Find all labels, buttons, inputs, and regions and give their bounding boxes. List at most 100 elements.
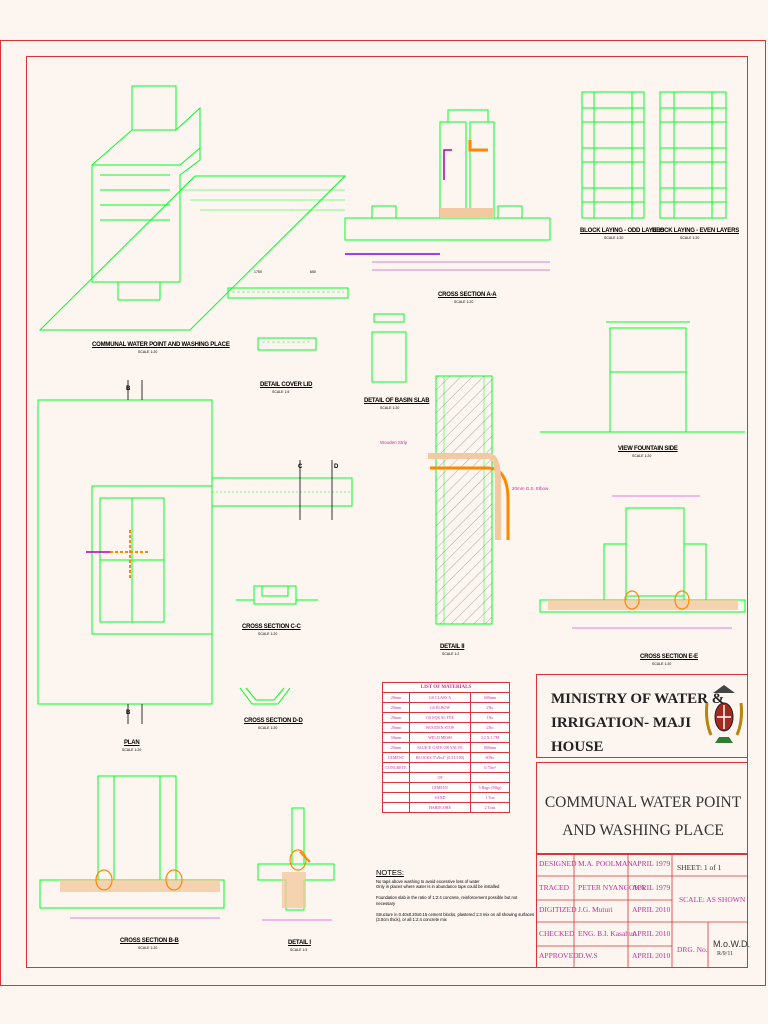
materials-item: SAND: [409, 792, 471, 803]
drg-ref: R/9/11: [717, 951, 734, 957]
materials-size: CONCRETE: [382, 762, 410, 773]
block-laying-even: [659, 91, 727, 219]
basin-slab-outline: [371, 331, 407, 383]
materials-size: CEMENT: [382, 752, 410, 763]
signoff-date: APRIL 2010: [632, 929, 671, 938]
outer-frame: [0, 40, 766, 986]
materials-qty: 2 Tons: [470, 802, 510, 813]
scale-detail-basin-slab: SCALE 1:20: [380, 406, 400, 410]
scale-cross-section-dd: SCALE 1:20: [258, 726, 278, 730]
signoff-date: APRIL 2010: [632, 905, 671, 914]
section-dd: [239, 687, 291, 705]
note-line-3: Structure in 0.40x0.20x0.15 cement block…: [376, 911, 535, 923]
drg-number: M.o.W.D.: [713, 939, 751, 949]
cover-lid-dim-1: 1750: [254, 270, 262, 274]
cover-lid-dim-2: 650: [310, 270, 316, 274]
signoff-name: PETER NYANGOKA: [578, 883, 646, 892]
scale-plan: SCALE 1:20: [122, 748, 142, 752]
scale-block-even: SCALE 1:20: [680, 236, 700, 240]
materials-size: 50mm: [382, 732, 410, 743]
notes-block: NOTES: No taps above washing to avoid ex…: [376, 868, 536, 928]
materials-size: 20mm: [382, 722, 410, 733]
materials-qty: 1 Ton: [470, 792, 510, 803]
scale-view-fountain: SCALE 1:20: [632, 454, 652, 458]
title-block: MINISTRY OF WATER &IRRIGATION- MAJI HOUS…: [536, 674, 751, 968]
caption-cross-section-cc: CROSS SECTION C-C: [242, 624, 301, 630]
coat-of-arms-icon: [705, 685, 743, 743]
section-aa: [344, 109, 551, 271]
materials-item: WOODEN STOP: [409, 722, 471, 733]
caption-view-fountain: VIEW FOUNTAIN SIDE: [618, 446, 678, 452]
basin-slab-section: [373, 313, 405, 323]
materials-item: OF: [409, 772, 471, 783]
label-wooden-strip: Wooden Strip: [380, 440, 408, 445]
signoff-role: APPROVED: [539, 951, 579, 960]
scale-detail-i: SCALE 1:5: [290, 948, 308, 952]
scale-cross-section-ee: SCALE 1:20: [652, 662, 672, 666]
signoff-name: M.A. POOLMAN: [578, 859, 633, 868]
signoff-role: CHECKED: [539, 929, 575, 938]
materials-qty: 600mm: [470, 692, 510, 703]
drawing-scale: SCALE: AS SHOWN: [679, 895, 746, 904]
materials-size: [382, 792, 410, 803]
materials-size: 20mm: [382, 692, 410, 703]
plan-mark-c: C: [298, 464, 303, 470]
materials-title: LIST OF MATERIALS: [382, 682, 510, 693]
materials-item: GS ELBOW: [409, 702, 471, 713]
scale-cross-section-bb: SCALE 1:20: [138, 946, 158, 950]
scale-cross-section-aa: SCALE 1:20: [454, 300, 474, 304]
signoff-name: ENG. B.I. Kasahun: [578, 929, 637, 938]
materials-item: GS CLASS A: [409, 692, 471, 703]
label-gs-elbow: 20mm G.S. Elbow: [512, 486, 549, 491]
materials-item: CEMENT: [409, 782, 471, 793]
materials-qty: 0.75m³: [470, 762, 510, 773]
ministry-name: MINISTRY OF WATER &IRRIGATION- MAJI HOUS…: [551, 691, 725, 755]
signoff-grid: [536, 854, 748, 968]
caption-detail-i: DETAIL I: [288, 940, 311, 946]
signoff-role: TRACED: [539, 883, 569, 892]
caption-block-odd: BLOCK LAYING - ODD LAYERS: [580, 228, 665, 234]
signoff-name: J.G. Muturi: [578, 905, 613, 914]
sheet-number: SHEET: 1 of 1: [677, 863, 722, 872]
cover-lid: [227, 287, 349, 351]
section-cc: [236, 585, 318, 605]
materials-qty: 1No: [470, 712, 510, 723]
scale-block-odd: SCALE 1:20: [604, 236, 624, 240]
materials-item: GS EQUAL TEE: [409, 712, 471, 723]
materials-size: [382, 782, 410, 793]
detail-i: [257, 807, 335, 921]
materials-qty: 2No: [470, 722, 510, 733]
caption-detail-cover-lid: DETAIL COVER LID: [260, 382, 313, 388]
scale-detail-ii: SCALE 1:2: [442, 652, 460, 656]
materials-item: [409, 762, 471, 773]
signoff-date: APRIL 1979: [632, 859, 671, 868]
plan-mark-b-top: B: [126, 386, 131, 392]
caption-cross-section-aa: CROSS SECTION A-A: [438, 292, 497, 298]
signoff-role: DIGITIZED: [539, 905, 577, 914]
drg-label: DRG. No.: [677, 945, 708, 954]
materials-qty: 2No: [470, 702, 510, 713]
notes-heading: NOTES:: [376, 868, 404, 877]
materials-item: SLUICE GATE OR VALVE: [409, 742, 471, 753]
caption-detail-ii: DETAIL II: [440, 644, 465, 650]
materials-size: 20mm: [382, 742, 410, 753]
section-bb: [39, 775, 225, 919]
signoff-date: APRIL 2010: [632, 951, 671, 960]
materials-qty: [470, 772, 510, 783]
materials-qty: 600mm: [470, 742, 510, 753]
signoff-name: D.W.S: [578, 951, 598, 960]
fountain-view: [540, 321, 745, 433]
materials-size: [382, 802, 410, 813]
note-line-1: No taps above washing to avoid excessive…: [376, 879, 500, 890]
